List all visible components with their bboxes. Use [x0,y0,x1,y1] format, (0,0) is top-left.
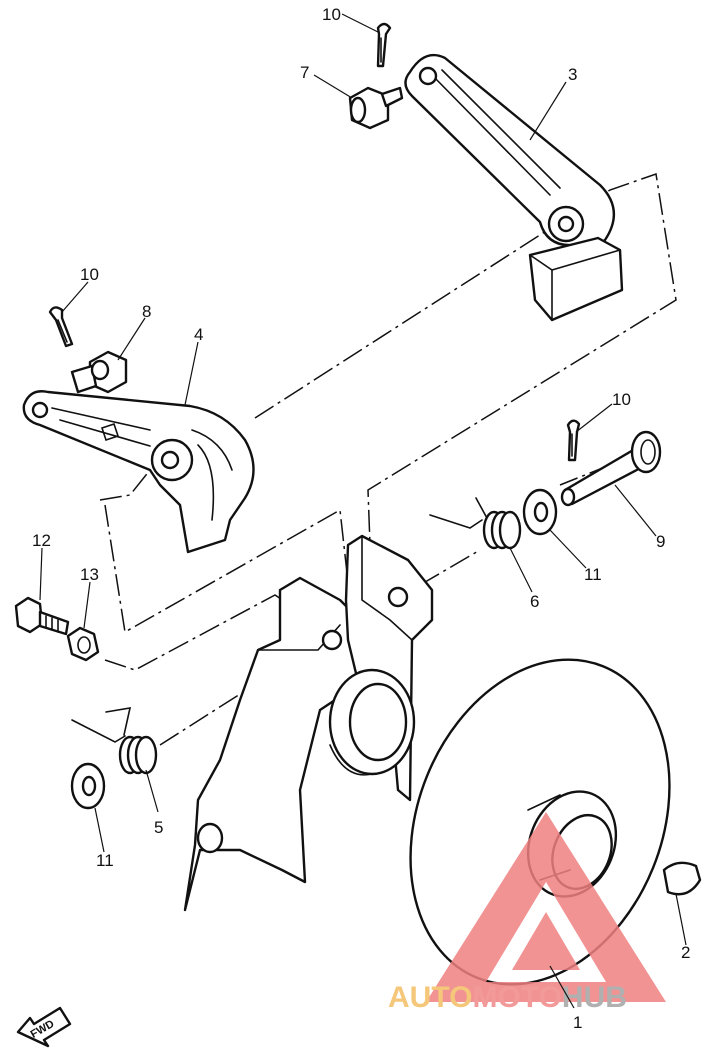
arm-part-3 [404,53,624,322]
holder-part-7 [348,86,404,130]
washer-part-11-right [522,488,558,536]
watermark-inner-triangle [512,912,580,970]
bolt-part-12 [14,596,70,636]
callout-11-left: 11 [96,851,114,870]
fwd-arrow: FWD [16,1006,72,1048]
watermark-text: AUTOMOTOHUB [388,981,627,1014]
watermark: AUTOMOTOHUB [388,812,666,1014]
callout-10-right: 10 [612,390,631,409]
cotter-pin-upper [376,22,392,68]
callout-labels: 10 7 3 10 8 4 10 9 12 13 6 11 5 11 2 1 [32,5,690,1032]
callout-11-right: 11 [584,565,602,584]
watermark-triangle [426,812,666,1002]
watermark-part2: MOTO [472,981,561,1014]
shaft-part-9 [560,430,662,507]
callout-8: 8 [142,302,151,321]
callout-5: 5 [154,818,163,837]
cotter-pin-left [48,306,74,348]
key-part-2 [662,861,702,896]
spring-part-6 [429,497,522,550]
holder-part-8 [70,350,128,394]
callout-4: 4 [194,325,203,344]
callout-leaders [39,13,687,1009]
washer-part-11-left [70,762,106,810]
callout-6: 6 [530,592,539,611]
cotter-pin-right [566,419,581,462]
callout-13: 13 [80,565,99,584]
arm-part-4 [22,390,255,554]
nut-part-13 [66,626,100,662]
callout-10-top: 10 [322,5,341,24]
callout-1: 1 [573,1013,582,1032]
callout-12: 12 [32,531,51,550]
callout-7: 7 [300,63,309,82]
callout-3: 3 [568,65,577,84]
callout-9: 9 [656,532,665,551]
bracket-housing [183,534,434,912]
watermark-part1: AUTO [388,981,472,1014]
watermark-part3: HUB [562,981,627,1014]
callout-2: 2 [681,943,690,962]
callout-10-left: 10 [80,265,99,284]
spring-part-5 [71,707,158,775]
